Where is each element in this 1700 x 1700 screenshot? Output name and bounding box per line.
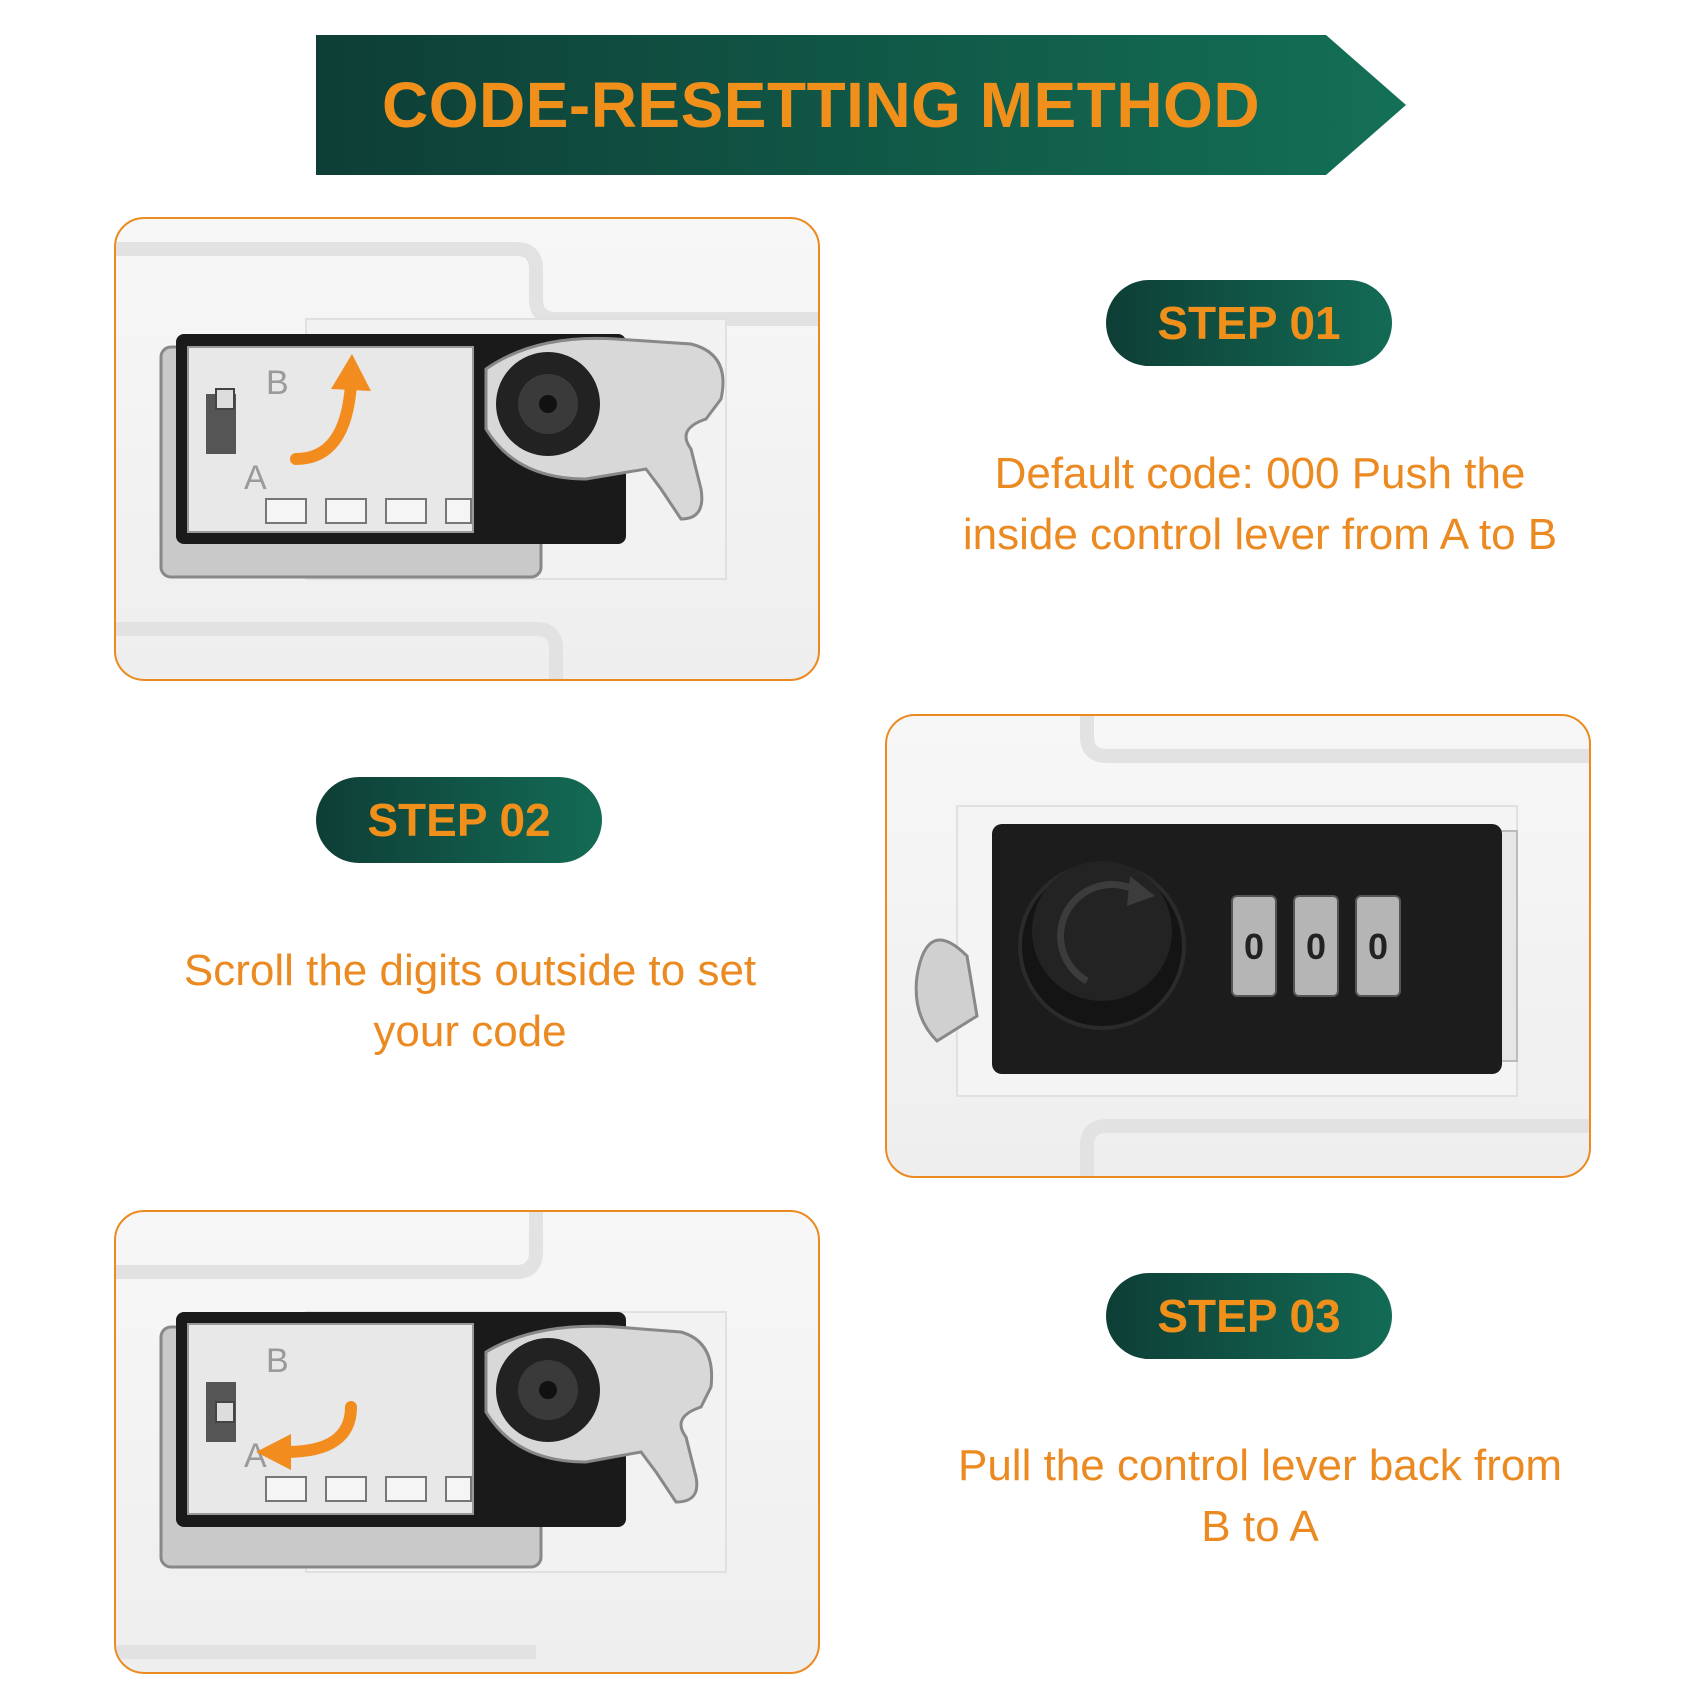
label-a: A [244,459,267,497]
arrow-left-curved-icon [256,1401,357,1470]
lock-internal-image-1: B A [114,217,820,681]
step-01-description: Default code: 000 Push the inside contro… [962,449,1558,559]
page-title: CODE-RESETTING METHOD [381,69,1261,141]
step-03-badge: STEP 03 [1106,1273,1392,1359]
lock-front-image: 0 0 0 [885,714,1591,1178]
arrow-up-curved-icon [290,354,371,465]
dial-digit-2[interactable]: 0 [1306,926,1326,967]
step-02-badge: STEP 02 [316,777,602,863]
step-01-badge: STEP 01 [1106,280,1392,366]
lock-internal-image-2: B A [114,1210,820,1674]
dial-digit-1[interactable]: 0 [1244,926,1264,967]
banner-arrow-shape [316,35,1406,175]
dial-digit-3[interactable]: 0 [1368,926,1388,967]
step-03-description: Pull the control lever back from B to A [957,1441,1563,1551]
title-banner: CODE-RESETTING METHOD [316,35,1406,175]
rotate-arrow-icon [1057,876,1155,985]
label-b: B [266,1342,289,1380]
label-a: A [244,1437,267,1475]
label-b: B [266,364,289,402]
step-02-description: Scroll the digits outside to set your co… [183,946,757,1056]
